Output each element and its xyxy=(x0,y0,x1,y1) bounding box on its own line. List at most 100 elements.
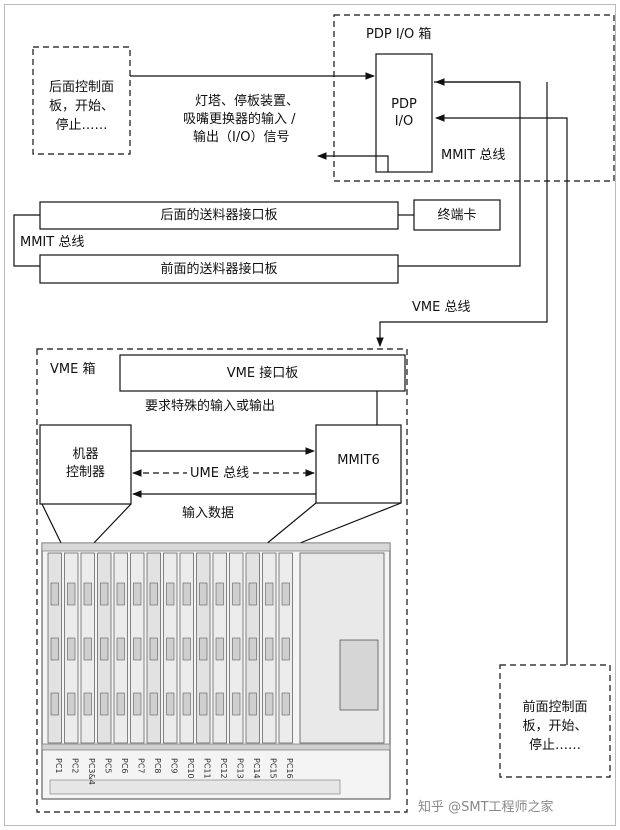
pdp-io-module xyxy=(375,53,433,173)
rack-connector xyxy=(248,637,257,661)
pdp-io-box-border xyxy=(333,14,615,182)
lamp-signal-label-3: 输出（I/O）信号 xyxy=(193,130,290,145)
machine-controller-label-2: 控制器 xyxy=(65,465,105,480)
rack-connector xyxy=(248,692,257,716)
pdp-box-title: PDP I/O 箱 xyxy=(366,27,432,42)
pdp-signal-out-arrow xyxy=(317,152,389,172)
rack-connector xyxy=(100,637,109,661)
rack-connector xyxy=(83,582,92,606)
rack-connector xyxy=(215,692,224,716)
slot-label-10: PC11 xyxy=(203,758,212,779)
rack-connector xyxy=(67,637,76,661)
rack-connector xyxy=(265,582,274,606)
controller-funnel-left xyxy=(41,503,63,546)
front-feeder-board xyxy=(39,254,399,284)
front-control-panel-box xyxy=(499,664,611,778)
terminal-card-label: 终端卡 xyxy=(437,208,477,223)
controller-funnel-right xyxy=(91,503,132,546)
rack-connector xyxy=(50,692,59,716)
watermark: 知乎 @SMT工程师之家 xyxy=(418,800,554,815)
rack-connector xyxy=(116,637,125,661)
machine-controller-label-1: 机器 xyxy=(72,447,99,462)
rack-connector xyxy=(100,582,109,606)
mmit6-box xyxy=(315,424,402,504)
slot-label-3: PC3&4 xyxy=(87,758,96,785)
slot-label-9: PC10 xyxy=(186,758,195,779)
ume-bus-label: UME 总线 xyxy=(187,464,253,483)
rack-connector xyxy=(166,582,175,606)
pdp-io-label-2: I/O xyxy=(394,114,414,129)
rack-connector xyxy=(232,582,241,606)
rack-connector xyxy=(281,582,290,606)
rack-connector xyxy=(265,692,274,716)
vme-box-title: VME 箱 xyxy=(50,362,96,377)
rack-connector xyxy=(232,692,241,716)
front-panel-label-1: 前面控制面 xyxy=(522,700,588,715)
rack-connector xyxy=(100,692,109,716)
rack-connector xyxy=(133,637,142,661)
rack-connector xyxy=(149,637,158,661)
mmit-bus-left-label: MMIT 总线 xyxy=(20,235,85,250)
rear-panel-label-1: 后面控制面 xyxy=(48,80,114,95)
vme-bus-label: VME 总线 xyxy=(412,300,471,315)
rear-control-panel-box xyxy=(32,46,131,155)
rack-connector xyxy=(215,637,224,661)
rack-drive-unit xyxy=(339,639,379,711)
vme-interface-label: VME 接口板 xyxy=(226,366,299,381)
rack-connector xyxy=(83,692,92,716)
rear-feeder-label: 后面的送料器接口板 xyxy=(160,208,278,223)
rear-panel-label-2: 板，开始、 xyxy=(48,99,114,114)
front-panel-to-pdp-line xyxy=(435,114,568,665)
slot-label-12: PC13 xyxy=(236,758,245,779)
slot-label-8: PC9 xyxy=(170,758,179,774)
mmit6-label: MMIT6 xyxy=(337,453,380,468)
rack-connector xyxy=(149,692,158,716)
rack-connector xyxy=(199,692,208,716)
rack-connector xyxy=(116,692,125,716)
rack-connector xyxy=(199,582,208,606)
rack-connector xyxy=(133,692,142,716)
slot-label-11: PC12 xyxy=(219,758,228,779)
mmit6-funnel-left xyxy=(264,502,317,546)
rack-connector xyxy=(182,637,191,661)
vme-box-border xyxy=(36,348,408,813)
rack-connector xyxy=(149,582,158,606)
pdp-io-label-1: PDP xyxy=(391,97,417,112)
rack-connector xyxy=(232,637,241,661)
machine-controller-box xyxy=(39,424,132,505)
slot-label-4: PC5 xyxy=(104,758,113,774)
mmit-bus-right-label: MMIT 总线 xyxy=(441,148,506,163)
image-frame xyxy=(4,4,616,826)
vme-bus-line xyxy=(376,82,548,347)
special-io-label: 要求特殊的输入或输出 xyxy=(145,399,276,414)
card-rack-photo: PC1 PC2 PC3&4 PC5 PC6 PC7 PC8 PC9 PC10 PC11 PC12 PC… xyxy=(41,542,391,800)
slot-label-5: PC6 xyxy=(120,758,129,774)
rack-connector xyxy=(215,582,224,606)
rack-connector xyxy=(83,637,92,661)
slot-label-15: PC16 xyxy=(285,758,294,779)
rear-panel-label-3: 停止…… xyxy=(55,118,108,133)
front-feeder-label: 前面的送料器接口板 xyxy=(160,262,278,277)
feeder-loop-line xyxy=(13,214,40,267)
lamp-signal-label-1: 灯塔、停板装置、 xyxy=(195,94,300,109)
vme-interface-board xyxy=(119,354,406,392)
slot-label-2: PC2 xyxy=(71,758,80,774)
rack-connector xyxy=(281,692,290,716)
slot-label-6: PC7 xyxy=(137,758,146,774)
rack-connector xyxy=(265,637,274,661)
rack-connector xyxy=(133,582,142,606)
rack-connector xyxy=(50,637,59,661)
slot-label-1: PC1 xyxy=(54,758,63,774)
rack-connector xyxy=(67,692,76,716)
rack-connector xyxy=(116,582,125,606)
rack-connector xyxy=(50,582,59,606)
input-data-label: 输入数据 xyxy=(182,506,235,521)
slot-label-14: PC15 xyxy=(269,758,278,779)
slot-label-7: PC8 xyxy=(153,758,162,774)
rack-connector xyxy=(199,637,208,661)
front-panel-label-2: 板，开始、 xyxy=(522,719,588,734)
rack-connector xyxy=(166,637,175,661)
rack-connector xyxy=(281,637,290,661)
rack-connector xyxy=(182,692,191,716)
